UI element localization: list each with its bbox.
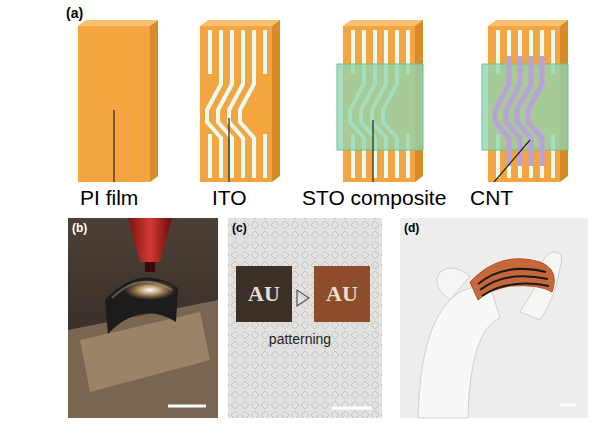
patterning-photo xyxy=(228,218,382,418)
laser-photo xyxy=(68,218,218,418)
pattern-text: AU xyxy=(248,282,280,306)
pattern-text: AU xyxy=(326,282,358,306)
part-name: ITO xyxy=(212,186,247,209)
pi-film-plate xyxy=(78,20,158,182)
panel-letter: (a) xyxy=(66,6,83,21)
part-name: CNT xyxy=(470,186,513,209)
panel-letter: (b) xyxy=(72,222,87,235)
leader-lines xyxy=(114,110,530,182)
panel-letter: (d) xyxy=(404,222,419,235)
part-name: STO composite xyxy=(302,186,446,209)
flexible-device-photo xyxy=(400,218,588,418)
ito-plate xyxy=(200,20,280,182)
part-name: PI film xyxy=(80,186,138,209)
photo-caption: patterning xyxy=(269,332,331,347)
cnt-plate xyxy=(482,20,568,182)
sto-plate xyxy=(337,20,423,182)
panel-letter: (c) xyxy=(232,222,247,235)
